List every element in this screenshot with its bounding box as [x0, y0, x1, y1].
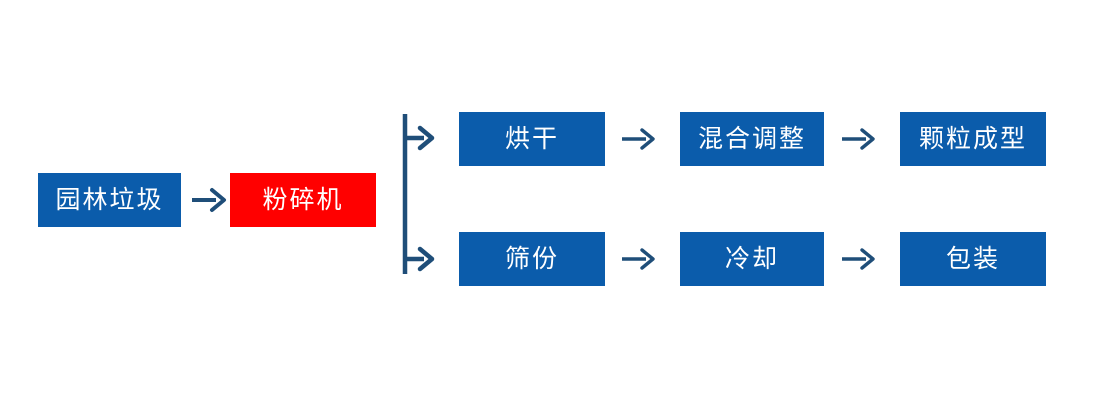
node-granulating[interactable]: 颗粒成型 — [900, 112, 1046, 166]
node-packaging[interactable]: 包装 — [900, 232, 1046, 286]
node-drying[interactable]: 烘干 — [459, 112, 605, 166]
node-screening[interactable]: 筛份 — [459, 232, 605, 286]
node-garden-waste[interactable]: 园林垃圾 — [38, 173, 181, 227]
arrow-screening-to-cooling — [620, 244, 660, 274]
node-crusher[interactable]: 粉碎机 — [230, 173, 376, 227]
node-mixing-adjustment[interactable]: 混合调整 — [680, 112, 824, 166]
branch-split-connector — [400, 110, 456, 278]
arrow-cooling-to-packaging — [840, 244, 880, 274]
arrow-drying-to-mixing — [620, 124, 660, 154]
arrow-input-to-crusher — [190, 185, 230, 215]
arrow-mixing-to-granulating — [840, 124, 880, 154]
node-cooling[interactable]: 冷却 — [680, 232, 824, 286]
